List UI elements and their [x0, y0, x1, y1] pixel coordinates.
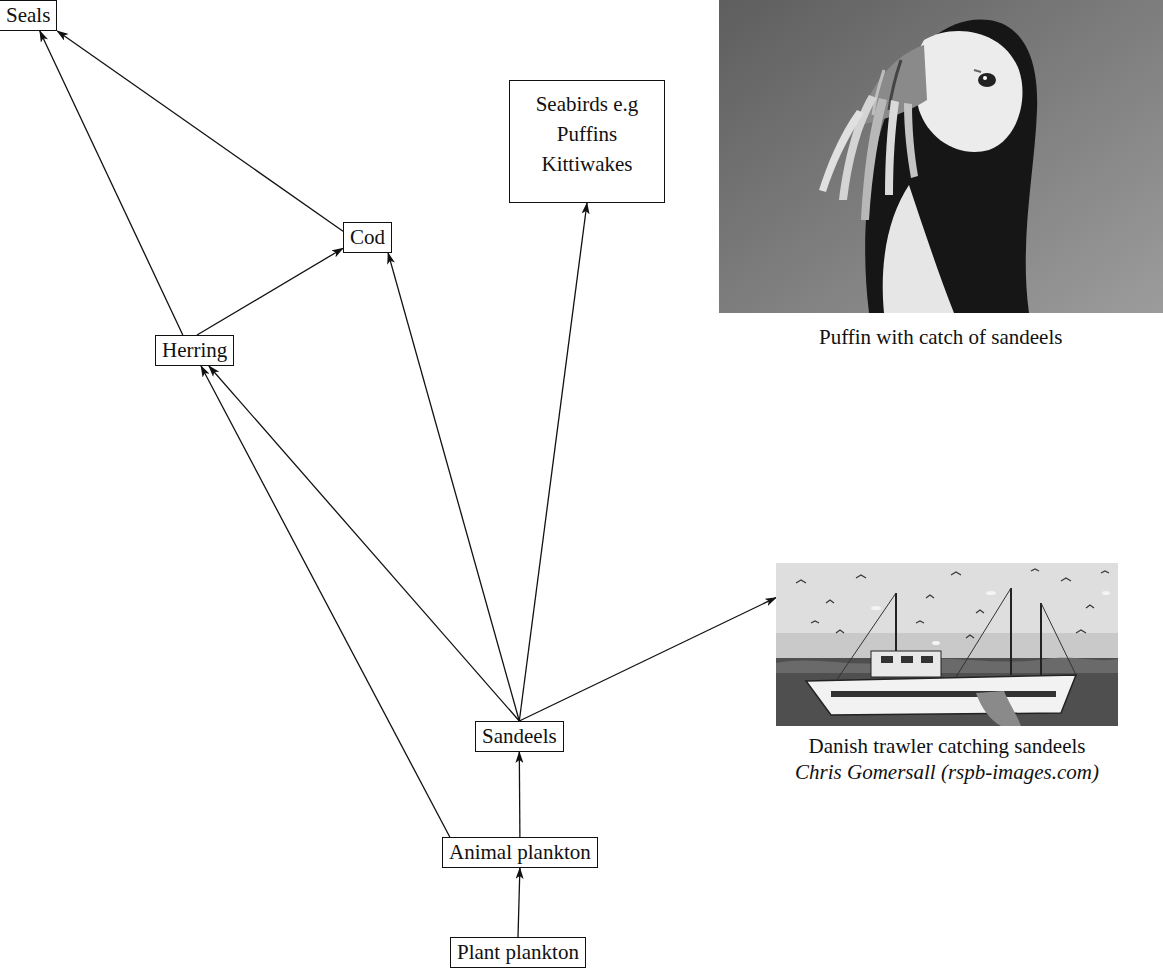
food-arrow	[519, 752, 521, 837]
node-text: Animal plankton	[449, 840, 591, 865]
food-arrow	[57, 31, 343, 231]
node-text: Herring	[162, 338, 227, 363]
node-text: Cod	[350, 225, 385, 250]
food-arrow	[519, 598, 776, 721]
food-arrow	[518, 868, 520, 937]
node-text: Sandeels	[482, 724, 557, 749]
animal-box: Cod	[343, 222, 392, 253]
food-arrow	[388, 253, 519, 721]
node-text: Seabirds e.g Puffins Kittiwakes	[520, 89, 654, 179]
plankton-box: Plant plankton	[450, 937, 586, 968]
animal-box: Sandeels	[475, 721, 564, 752]
animal-box: Seals	[0, 0, 57, 31]
puffin-photo	[719, 0, 1163, 313]
node-text: Seals	[6, 3, 50, 28]
photo-node: Danish trawler catching sandeelsChris Go…	[776, 563, 1118, 785]
plankton-box: Animal plankton	[442, 837, 598, 868]
photo-caption: Puffin with catch of sandeels	[819, 325, 1062, 350]
node-text: Plant plankton	[457, 940, 579, 965]
food-arrow	[201, 366, 450, 837]
trawler-photo	[776, 563, 1118, 726]
node-text: Chris Gomersall (rspb-images.com)	[776, 759, 1118, 785]
node-text: Danish trawler catching sandeels	[776, 733, 1118, 759]
food-arrow	[197, 248, 343, 335]
food-arrow	[40, 31, 183, 335]
animal-box: Herring	[155, 335, 234, 366]
animal-box: Seabirds e.g Puffins Kittiwakes	[509, 80, 665, 203]
food-arrow	[519, 203, 587, 721]
food-arrow	[209, 366, 519, 721]
